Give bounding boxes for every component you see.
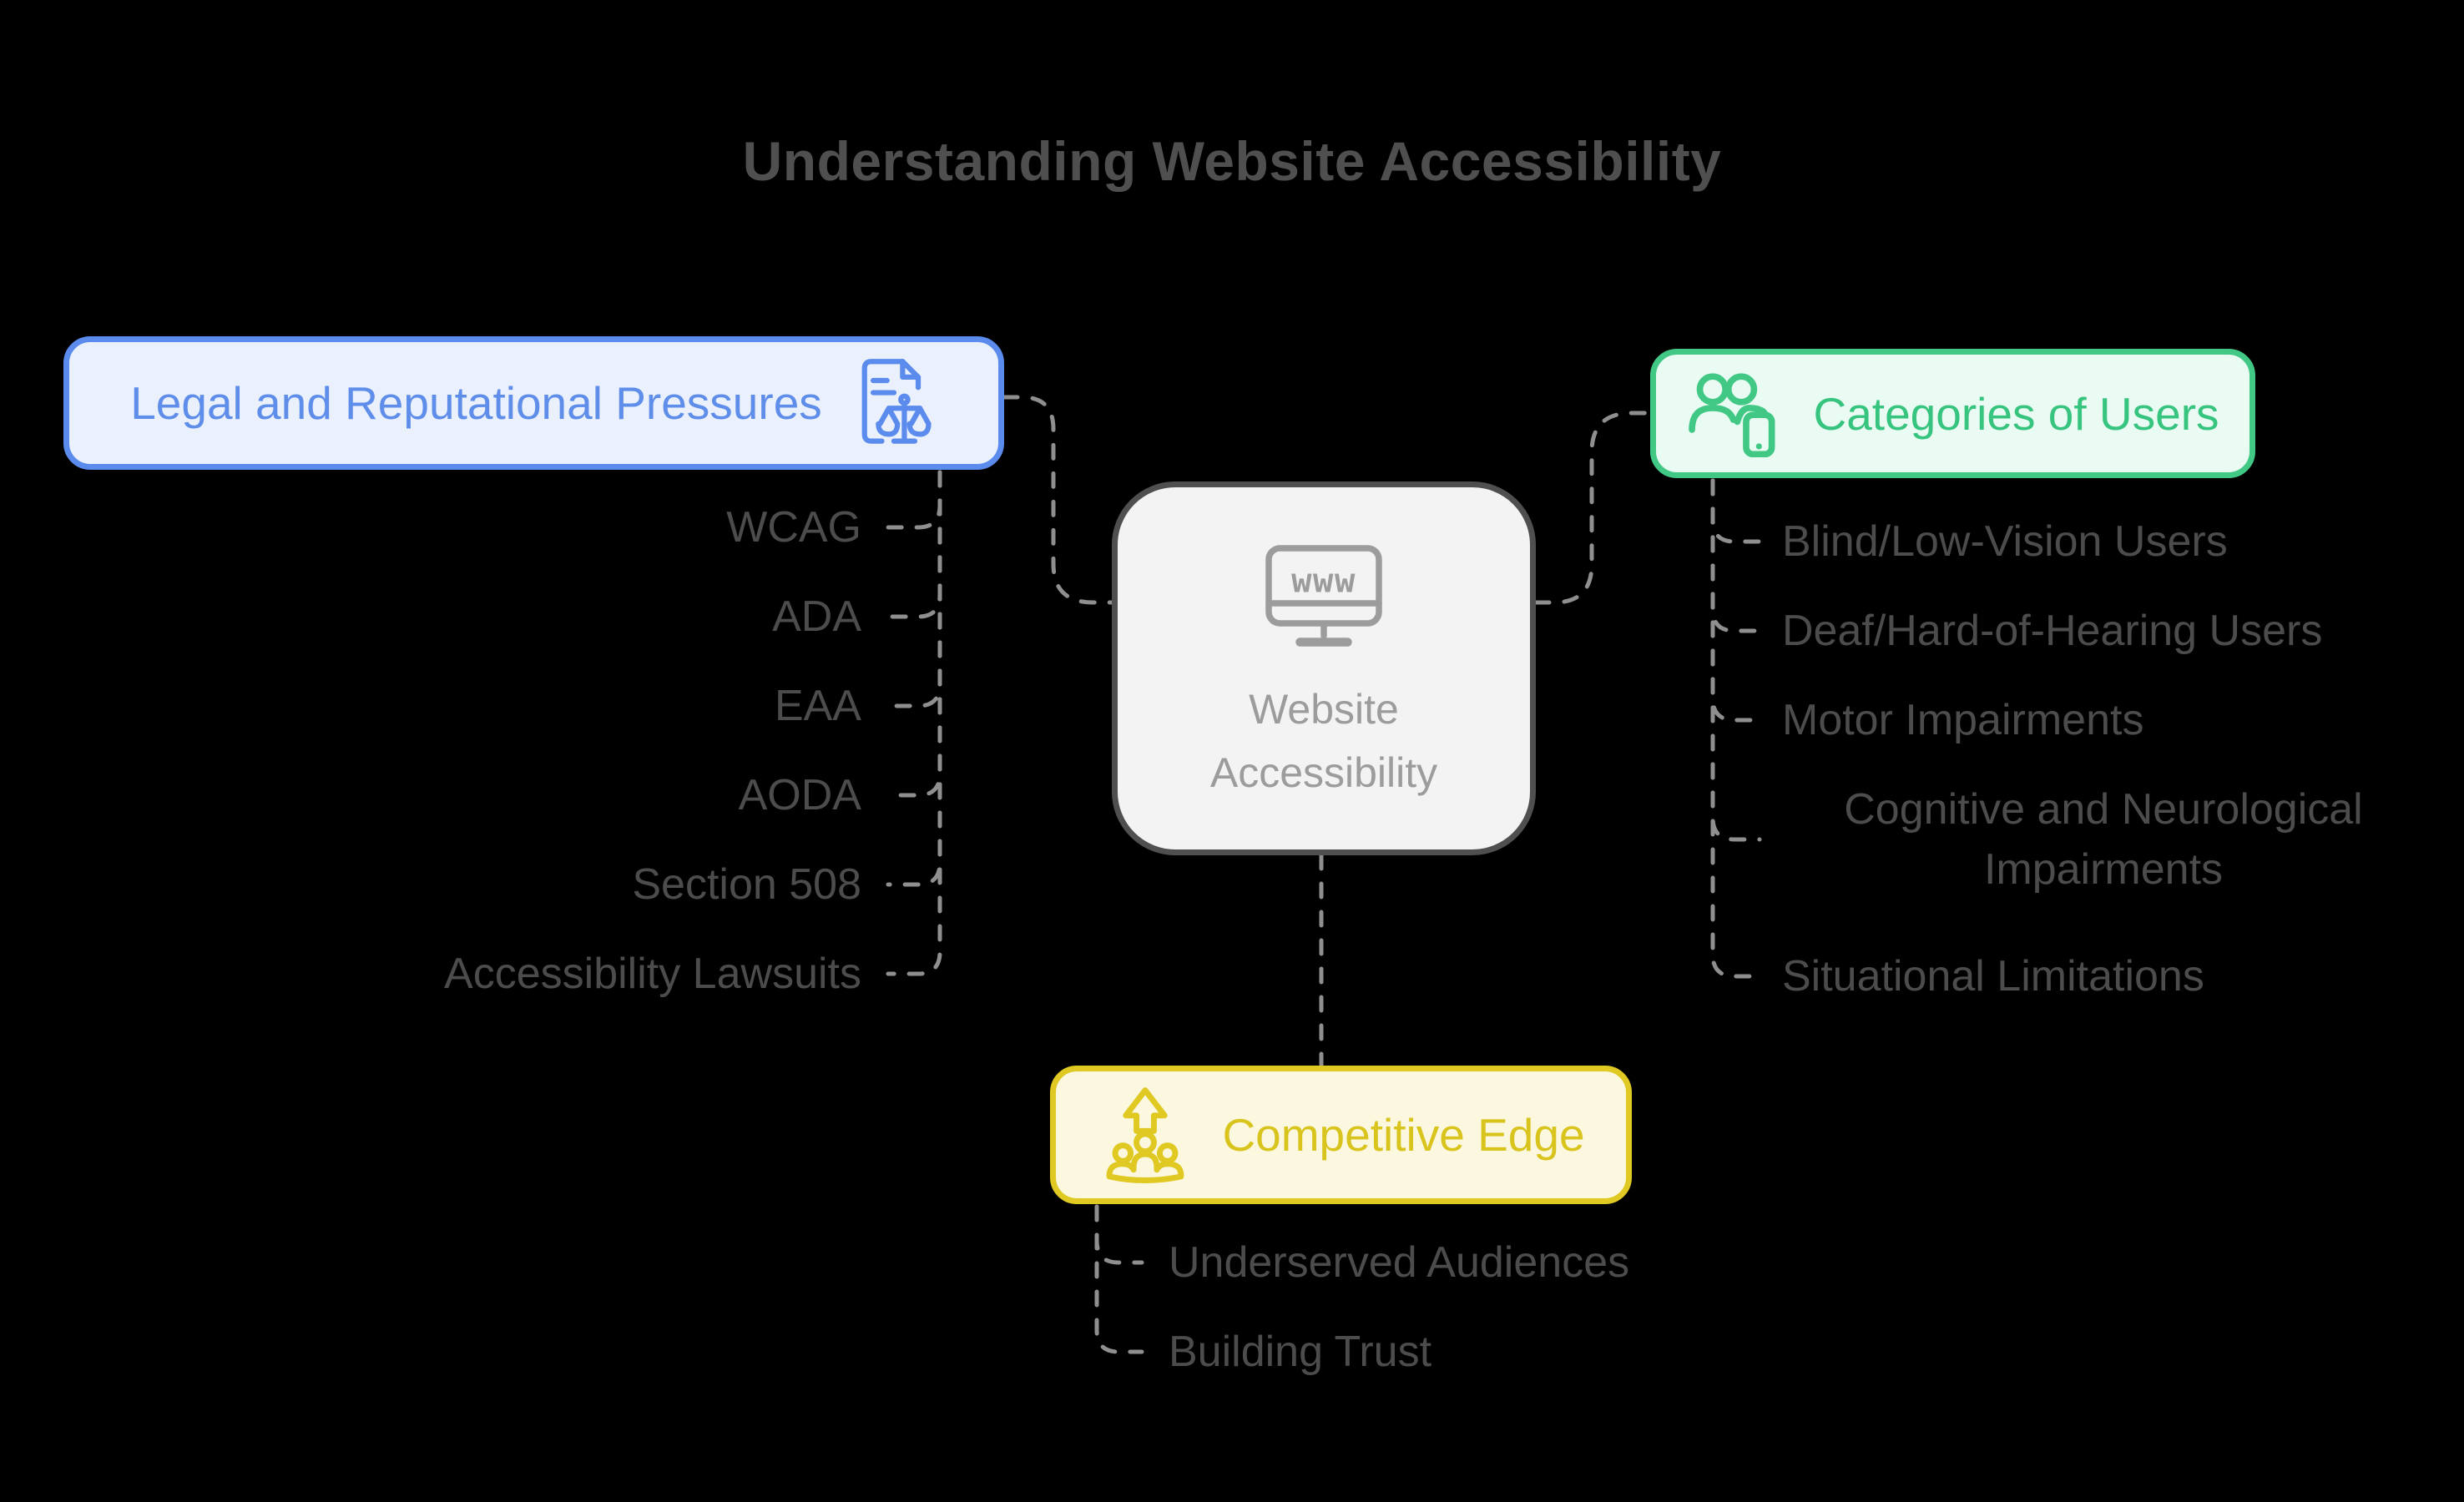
users-item-blind: Blind/Low-Vision Users <box>1782 517 2228 566</box>
legal-item-sec508: Section 508 <box>632 860 861 909</box>
legal-edge-aoda <box>886 470 942 798</box>
legal-item-lawsuits: Accessibility Lawsuits <box>444 950 861 998</box>
legal-item-eaa: EAA <box>774 682 861 730</box>
center-users-connector <box>1533 411 1653 605</box>
branch-users-node: Categories of Users <box>1650 349 2255 478</box>
legal-edge-eaa <box>886 470 942 708</box>
legal-document-scales-icon <box>851 356 937 450</box>
competitive-edge-trust <box>1094 1204 1144 1354</box>
legal-edge-sec508 <box>886 470 942 887</box>
growth-audience-icon <box>1097 1086 1194 1183</box>
legal-edge-lawsuits <box>886 470 942 976</box>
users-edge-deaf <box>1710 478 1762 633</box>
competitive-item-underserved: Underserved Audiences <box>1169 1238 1630 1287</box>
page-title: Understanding Website Accessibility <box>742 130 1722 192</box>
center-node: www Website Accessibility <box>1112 481 1536 855</box>
legal-item-ada: ADA <box>772 592 861 641</box>
legal-item-wcag: WCAG <box>726 503 861 552</box>
www-screen-text: www <box>1291 561 1356 601</box>
legal-item-aoda: AODA <box>738 771 861 819</box>
users-edge-cognitive <box>1710 478 1762 842</box>
users-item-cognitive: Cognitive and Neurological Impairments <box>1844 785 2363 894</box>
legal-center-connector <box>1002 395 1114 605</box>
legal-edge-wcag <box>886 470 942 530</box>
legal-edge-ada <box>886 470 942 619</box>
users-item-deaf: Deaf/Hard-of-Hearing Users <box>1782 607 2323 655</box>
users-edge-blind <box>1710 478 1762 544</box>
center-node-label: Website Accessibility <box>1209 686 1438 796</box>
branch-competitive-label: Competitive Edge <box>1222 1109 1585 1161</box>
competitive-edge-underserved <box>1094 1204 1144 1265</box>
users-item-situational: Situational Limitations <box>1782 952 2204 1000</box>
branch-competitive-node: Competitive Edge <box>1050 1066 1632 1204</box>
users-item-motor: Motor Impairments <box>1782 696 2144 744</box>
www-monitor-icon: www <box>1261 541 1386 656</box>
competitive-item-trust: Building Trust <box>1169 1328 1432 1376</box>
users-edge-motor <box>1710 478 1762 723</box>
users-edge-situational <box>1710 478 1762 979</box>
branch-users-label: Categories of Users <box>1813 387 2219 440</box>
branch-legal-node: Legal and Reputational Pressures <box>63 336 1004 470</box>
users-device-icon <box>1686 370 1785 457</box>
branch-legal-label: Legal and Reputational Pressures <box>130 377 822 429</box>
